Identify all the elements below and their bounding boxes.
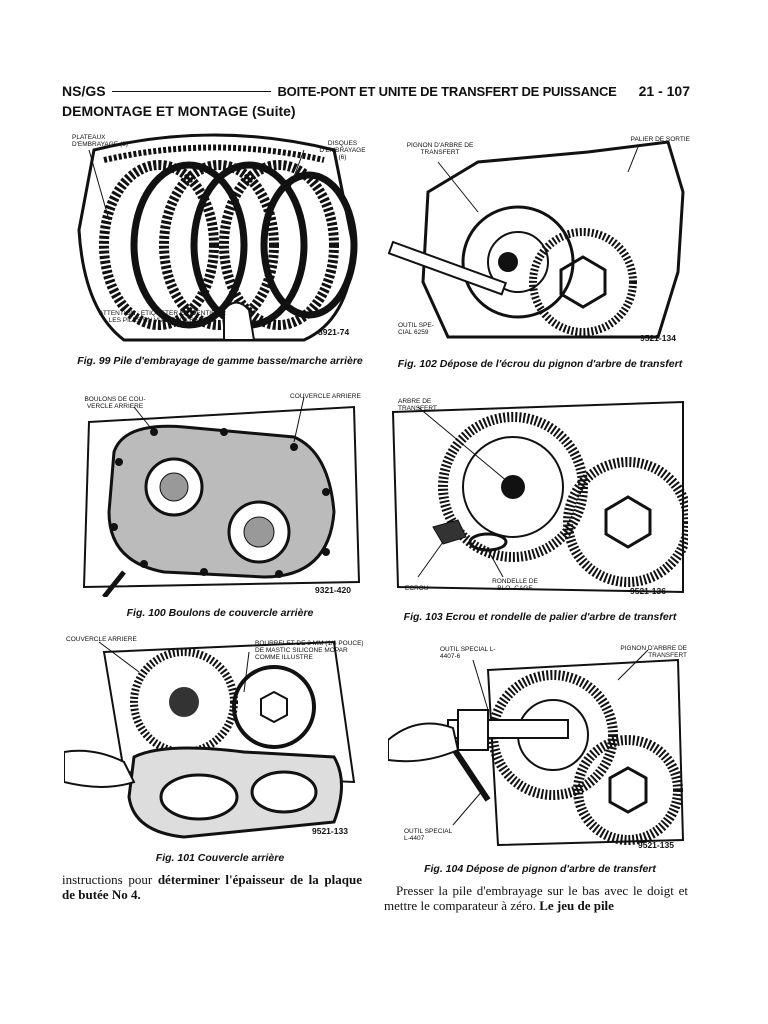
fig102-callout-pignon: PIGNON D'ARBRE DE TRANSFERT xyxy=(406,142,474,156)
header-title: BOITE-PONT ET UNITE DE TRANSFERT DE PUIS… xyxy=(277,83,617,99)
figure-100-illustration xyxy=(64,392,364,597)
header-model: NS/GS xyxy=(62,83,106,99)
right-body-normal: Presser la pile d'embrayage sur le bas a… xyxy=(384,883,688,913)
fig100-caption: Fig. 100 Boulons de couvercle arrière xyxy=(126,607,314,619)
fig104-callout-outil-a: OUTIL SPECIAL L-4407-6 xyxy=(440,646,496,660)
fig104-callout-pignon: PIGNON D'ARBRE DE TRANSFERT xyxy=(620,645,687,659)
section-title: DEMONTAGE ET MONTAGE (Suite) xyxy=(62,103,296,119)
page-number: 21 - 107 xyxy=(638,83,690,99)
fig101-ref: 9521-133 xyxy=(312,826,348,836)
figure-99-illustration xyxy=(64,130,364,345)
fig104-callout-outil-b: OUTIL SPECIAL L-4407 xyxy=(404,828,452,842)
fig99-callout-attention: ATTENTION : ETIQUETER ET IDENTIFIER LES … xyxy=(99,310,226,324)
figure-103-illustration xyxy=(388,392,688,602)
left-body-bold: déterminer l'épaisseur de la plaque de b… xyxy=(62,872,362,902)
fig102-callout-palier: PALIER DE SORTIE xyxy=(630,136,690,143)
fig103-callout-rondelle: RONDELLE DE BLO- CAGE xyxy=(492,578,538,592)
fig99-ref: 8921-74 xyxy=(318,327,350,337)
fig100-callout-boulons: BOULONS DE COU- VERCLE ARRIERE xyxy=(84,396,146,410)
right-body-paragraph: Presser la pile d'embrayage sur le bas a… xyxy=(384,883,688,913)
left-body-paragraph: instructions pour déterminer l'épaisseur… xyxy=(62,872,362,902)
fig99-callout-disques: DISQUES D'EMBRAYAGE (6) xyxy=(319,140,366,161)
fig102-ref: 9521-134 xyxy=(640,333,676,343)
header-rule xyxy=(111,90,272,92)
left-body-normal: instructions pour xyxy=(62,872,158,887)
fig103-ref: 9521-136 xyxy=(630,586,666,596)
right-body-bold: Le jeu de pile xyxy=(539,898,614,913)
fig102-callout-outil: OUTIL SPE- CIAL 6259 xyxy=(398,322,434,336)
fig103-callout-arbre: ARBRE DE TRANSFERT xyxy=(398,398,437,412)
page-header: NS/GS BOITE-PONT ET UNITE DE TRANSFERT D… xyxy=(62,80,690,102)
figure-101-illustration xyxy=(64,632,364,840)
figure-104-illustration xyxy=(388,640,688,852)
fig99-callout-plateaux: PLATEAUX D'EMBRAYAGE (6) xyxy=(72,134,128,148)
fig100-callout-couvercle: COUVERCLE ARRIERE xyxy=(290,393,361,400)
fig104-caption: Fig. 104 Dépose de pignon d'arbre de tra… xyxy=(424,863,656,875)
fig100-ref: 9321-420 xyxy=(315,585,351,595)
fig101-caption: Fig. 101 Couvercle arrière xyxy=(155,852,285,864)
fig103-callout-ecrou: ECROU xyxy=(405,585,429,592)
fig101-callout-bourrelet: BOURRELET DE 3 MM (1/8 POUCE) DE MASTIC … xyxy=(255,640,364,661)
fig99-caption: Fig. 99 Pile d'embrayage de gamme basse/… xyxy=(77,355,363,367)
fig102-caption: Fig. 102 Dépose de l'écrou du pignon d'a… xyxy=(397,358,683,370)
fig101-callout-couvercle: COUVERCLE ARRIERE xyxy=(66,636,137,643)
fig104-ref: 9521-135 xyxy=(638,840,674,850)
figure-102-illustration xyxy=(388,132,688,347)
fig103-caption: Fig. 103 Ecrou et rondelle de palier d'a… xyxy=(403,611,677,623)
